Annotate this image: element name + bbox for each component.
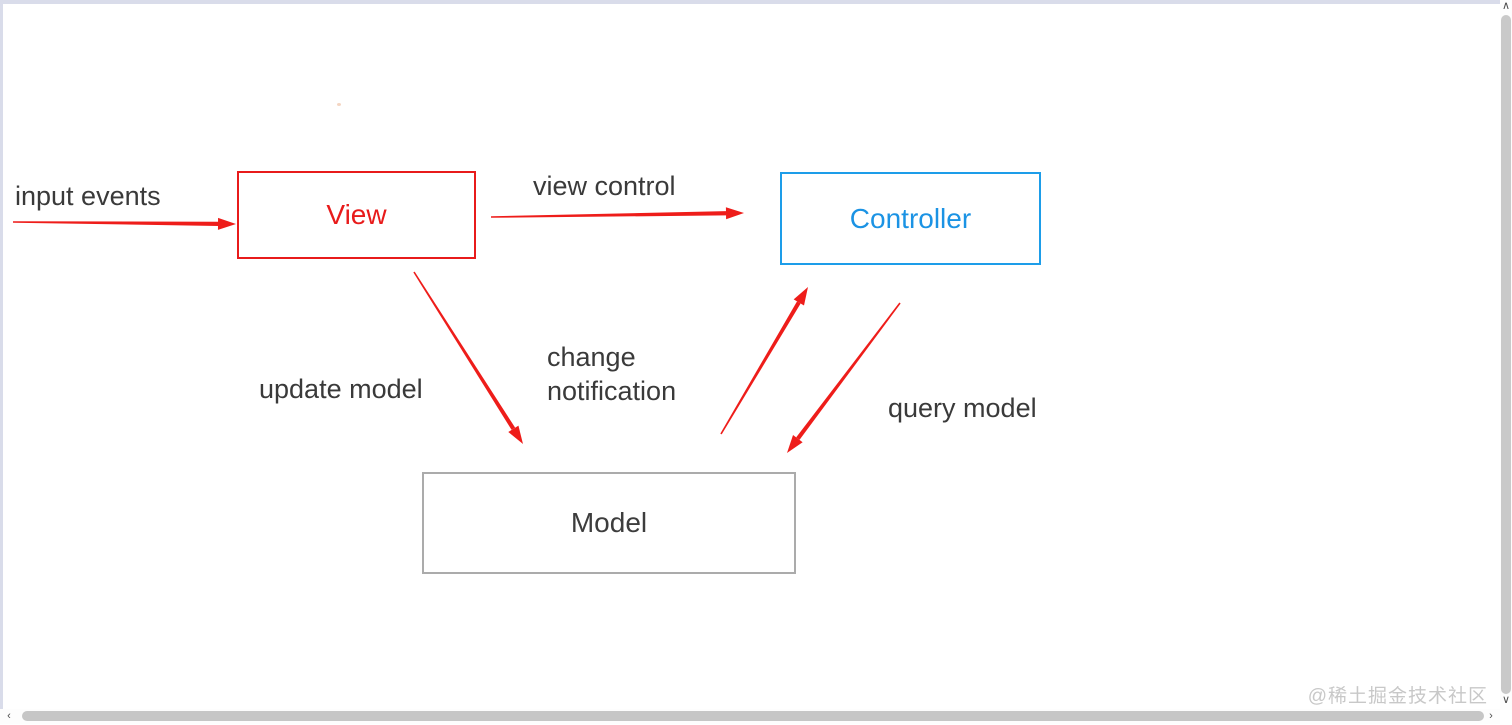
change-notification-label: change notification xyxy=(547,342,677,406)
controller-label: Controller xyxy=(849,202,972,234)
stray-dot xyxy=(337,103,341,106)
input-events-arrow xyxy=(12,217,236,230)
window-top-border xyxy=(0,0,1512,4)
input-events-label: input events xyxy=(15,181,161,211)
view-box: View xyxy=(237,171,476,259)
scroll-left-icon[interactable]: ‹ xyxy=(7,710,11,722)
controller-box: Controller xyxy=(780,172,1041,265)
change-notification-arrow xyxy=(720,287,808,435)
scroll-down-icon[interactable]: ∨ xyxy=(1501,694,1511,706)
model-box: Model xyxy=(422,472,796,574)
model-label: Model xyxy=(570,507,648,538)
view-control-label: view control xyxy=(533,171,676,201)
watermark: @稀土掘金技术社区 xyxy=(1307,686,1488,707)
window-left-border xyxy=(0,0,3,724)
update-model-label: update model xyxy=(259,374,423,404)
vertical-scrollbar-thumb[interactable] xyxy=(1501,15,1511,694)
view-label: View xyxy=(326,199,387,230)
query-model-label: query model xyxy=(888,393,1037,423)
scroll-right-icon[interactable]: › xyxy=(1489,710,1493,722)
horizontal-scrollbar-thumb[interactable] xyxy=(22,711,1484,721)
horizontal-scrollbar[interactable]: ‹ › xyxy=(0,709,1500,724)
update-model-arrow xyxy=(413,271,523,444)
view-control-arrow xyxy=(490,207,744,220)
scroll-up-icon[interactable]: ∧ xyxy=(1501,0,1511,12)
query-model-arrow xyxy=(787,302,901,453)
vertical-scrollbar[interactable]: ∧ ∨ xyxy=(1500,0,1512,710)
